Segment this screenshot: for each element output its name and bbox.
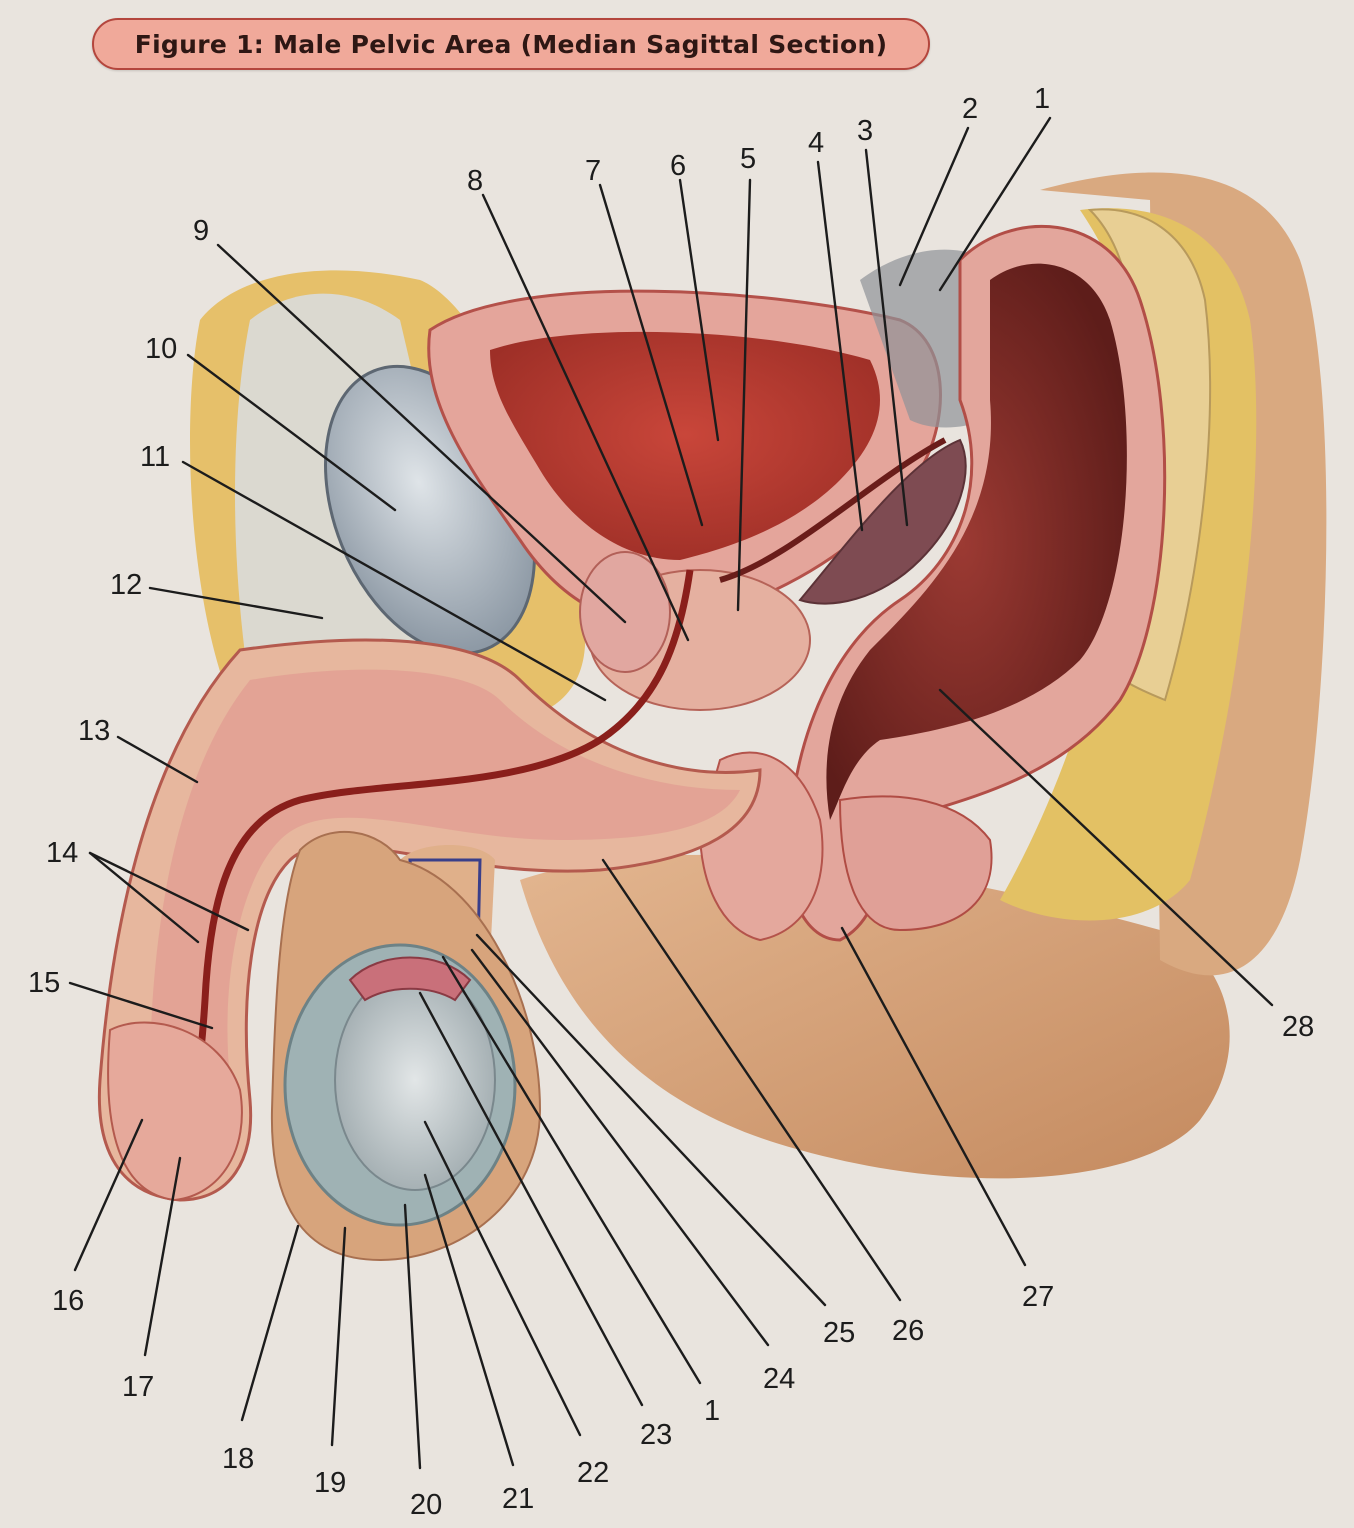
epididymis [348,956,472,1002]
label-4: 4 [808,127,824,159]
label-22: 22 [577,1457,609,1489]
corpus-cavernosum [150,669,740,1080]
label-6: 6 [670,150,686,182]
label-28: 28 [1282,1011,1314,1043]
pubic-retropubic-pad [579,551,671,673]
label-15: 15 [28,967,60,999]
ductus-deferens [719,437,947,583]
label-26: 26 [892,1315,924,1347]
leader-lines [68,116,1274,1470]
seminal-vesicle [798,438,967,605]
label-5: 5 [740,143,756,175]
label-21: 21 [502,1483,534,1515]
label-12: 12 [110,569,142,601]
label-8: 8 [467,165,483,197]
rectum-lumen [826,263,1127,820]
label-1-bottom: 1 [704,1395,720,1427]
label-17: 17 [122,1371,154,1403]
label-3: 3 [857,115,873,147]
label-20: 20 [410,1489,442,1521]
figure-title: Figure 1: Male Pelvic Area (Median Sagit… [134,29,888,59]
buttock-skin [520,854,1230,1179]
number-labels: 1 2 3 4 5 6 7 8 9 10 11 12 13 14 15 16 1… [28,83,1314,1521]
label-27: 27 [1022,1281,1054,1313]
label-11: 11 [140,441,170,473]
label-19: 19 [314,1467,346,1499]
label-7: 7 [585,155,601,187]
label-1-top: 1 [1034,83,1050,115]
label-25: 25 [823,1317,855,1349]
bladder-lumen [490,331,880,560]
anal-sphincter [838,795,993,932]
label-14: 14 [46,837,78,869]
glans [107,1021,243,1202]
label-2: 2 [962,93,978,125]
label-24: 24 [763,1363,795,1395]
label-10: 10 [145,333,177,365]
figure-title-banner: Figure 1: Male Pelvic Area (Median Sagit… [92,18,930,70]
peritoneum [860,249,990,428]
label-9: 9 [193,215,209,247]
label-16: 16 [52,1285,84,1317]
label-13: 13 [78,715,110,747]
label-23: 23 [640,1419,672,1451]
label-18: 18 [222,1443,254,1475]
